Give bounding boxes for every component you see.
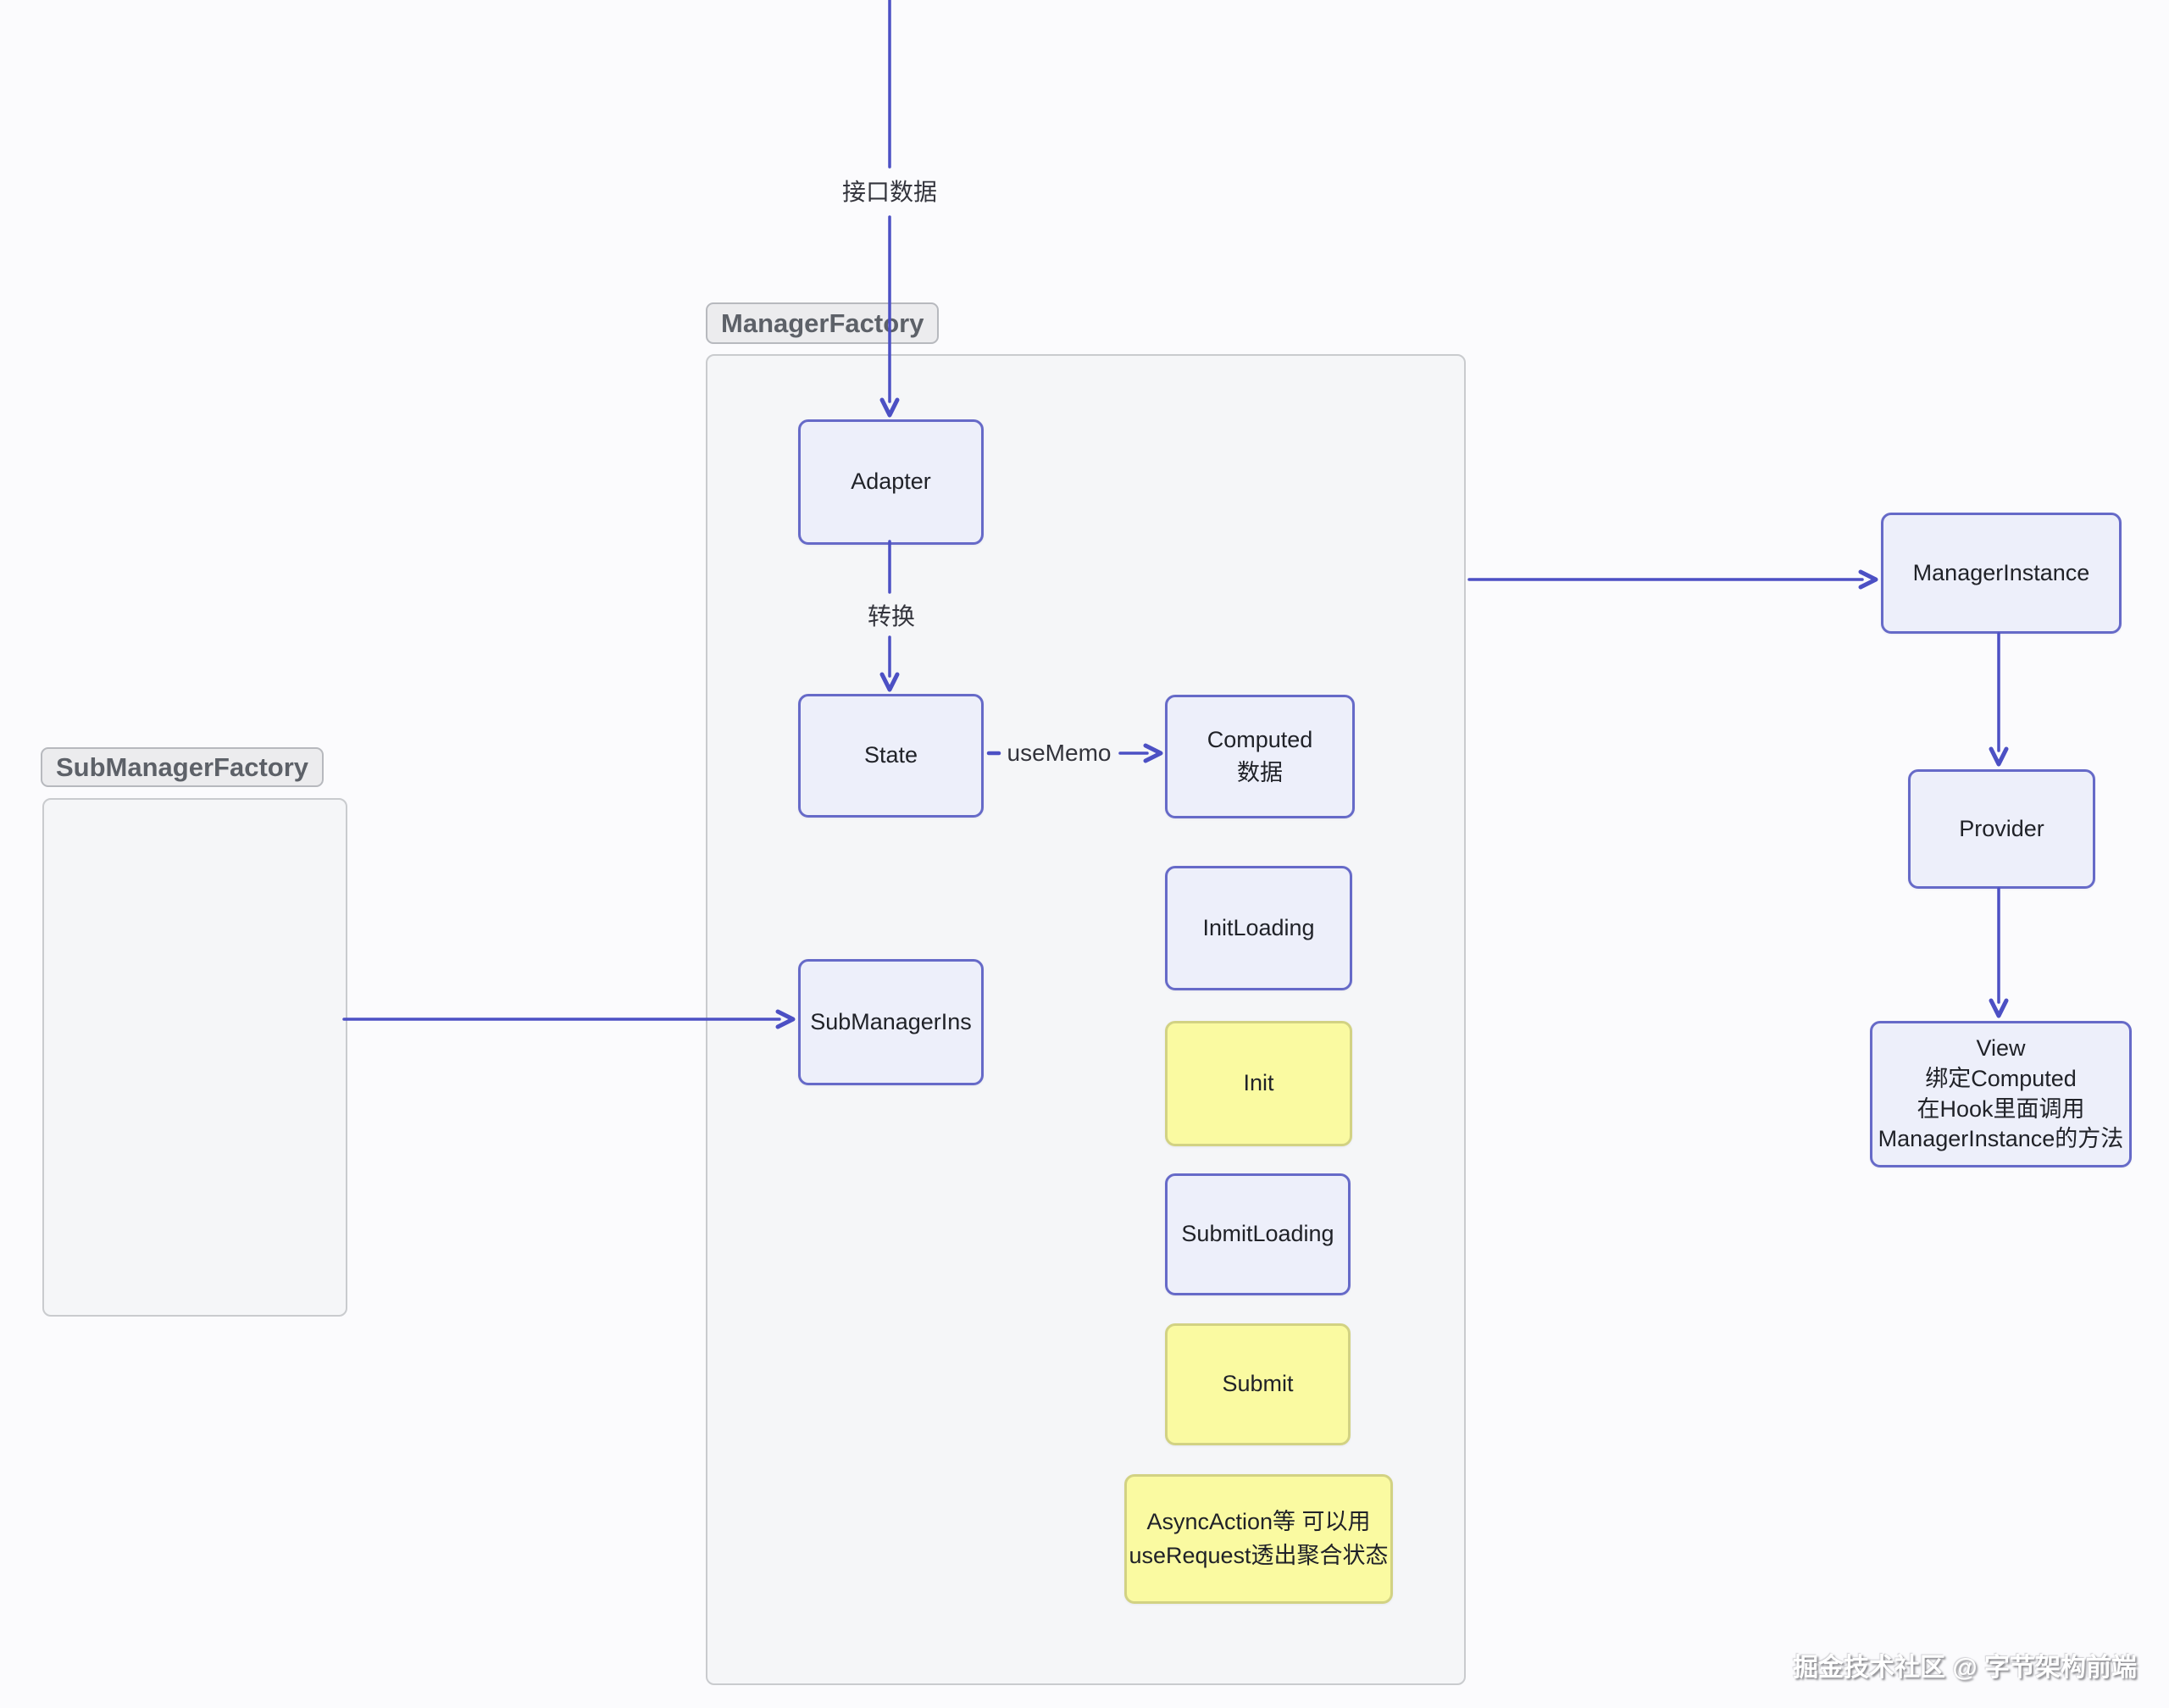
node-submit-loading-label: SubmitLoading <box>1181 1221 1334 1247</box>
node-computed-line1: Computed <box>1207 726 1313 752</box>
node-async-action-line2: useRequest透出聚合状态 <box>1129 1542 1389 1568</box>
sub-manager-factory-container <box>42 798 347 1317</box>
node-view-line1: View <box>1976 1035 2026 1062</box>
node-async-action: AsyncAction等 可以用 useRequest透出聚合状态 <box>1124 1474 1393 1604</box>
node-init-loading: InitLoading <box>1165 866 1352 990</box>
edge-label-usememo: useMemo <box>1007 740 1112 766</box>
node-submit: Submit <box>1165 1323 1351 1445</box>
node-manager-instance: ManagerInstance <box>1881 513 2122 634</box>
node-adapter: Adapter <box>798 419 984 545</box>
node-computed: Computed 数据 <box>1165 695 1355 818</box>
manager-factory-label: ManagerFactory <box>706 302 940 344</box>
sub-manager-factory-label: SubManagerFactory <box>41 747 325 787</box>
node-state: State <box>798 694 984 818</box>
node-view-line2: 绑定Computed <box>1925 1065 2077 1091</box>
node-submit-label: Submit <box>1222 1371 1294 1397</box>
node-async-action-line1: AsyncAction等 可以用 <box>1146 1509 1371 1535</box>
edge-label-transform: 转换 <box>867 603 916 629</box>
node-submit-loading: SubmitLoading <box>1165 1173 1351 1295</box>
node-computed-line2: 数据 <box>1237 760 1283 785</box>
node-state-label: State <box>863 742 918 768</box>
node-provider-label: Provider <box>1959 815 2044 841</box>
node-provider: Provider <box>1908 769 2095 889</box>
sub-manager-factory-label-text: SubManagerFactory <box>56 751 309 782</box>
node-view: View 绑定Computed 在Hook里面调用 ManagerInstanc… <box>1870 1021 2132 1167</box>
node-sub-manager-ins-label: SubManagerIns <box>810 1008 972 1034</box>
node-init: Init <box>1165 1021 1352 1146</box>
edge-label-api-data: 接口数据 <box>841 179 938 205</box>
node-manager-instance-label: ManagerInstance <box>1912 559 2090 585</box>
node-adapter-label: Adapter <box>851 469 931 495</box>
node-init-loading-label: InitLoading <box>1202 914 1315 940</box>
node-view-line4: ManagerInstance的方法 <box>1878 1126 2124 1152</box>
node-init-label: Init <box>1243 1070 1274 1096</box>
watermark: 掘金技术社区 @ 字节架构前端 <box>1793 1654 2137 1682</box>
node-sub-manager-ins: SubManagerIns <box>798 959 984 1085</box>
node-view-line3: 在Hook里面调用 <box>1917 1095 2085 1122</box>
